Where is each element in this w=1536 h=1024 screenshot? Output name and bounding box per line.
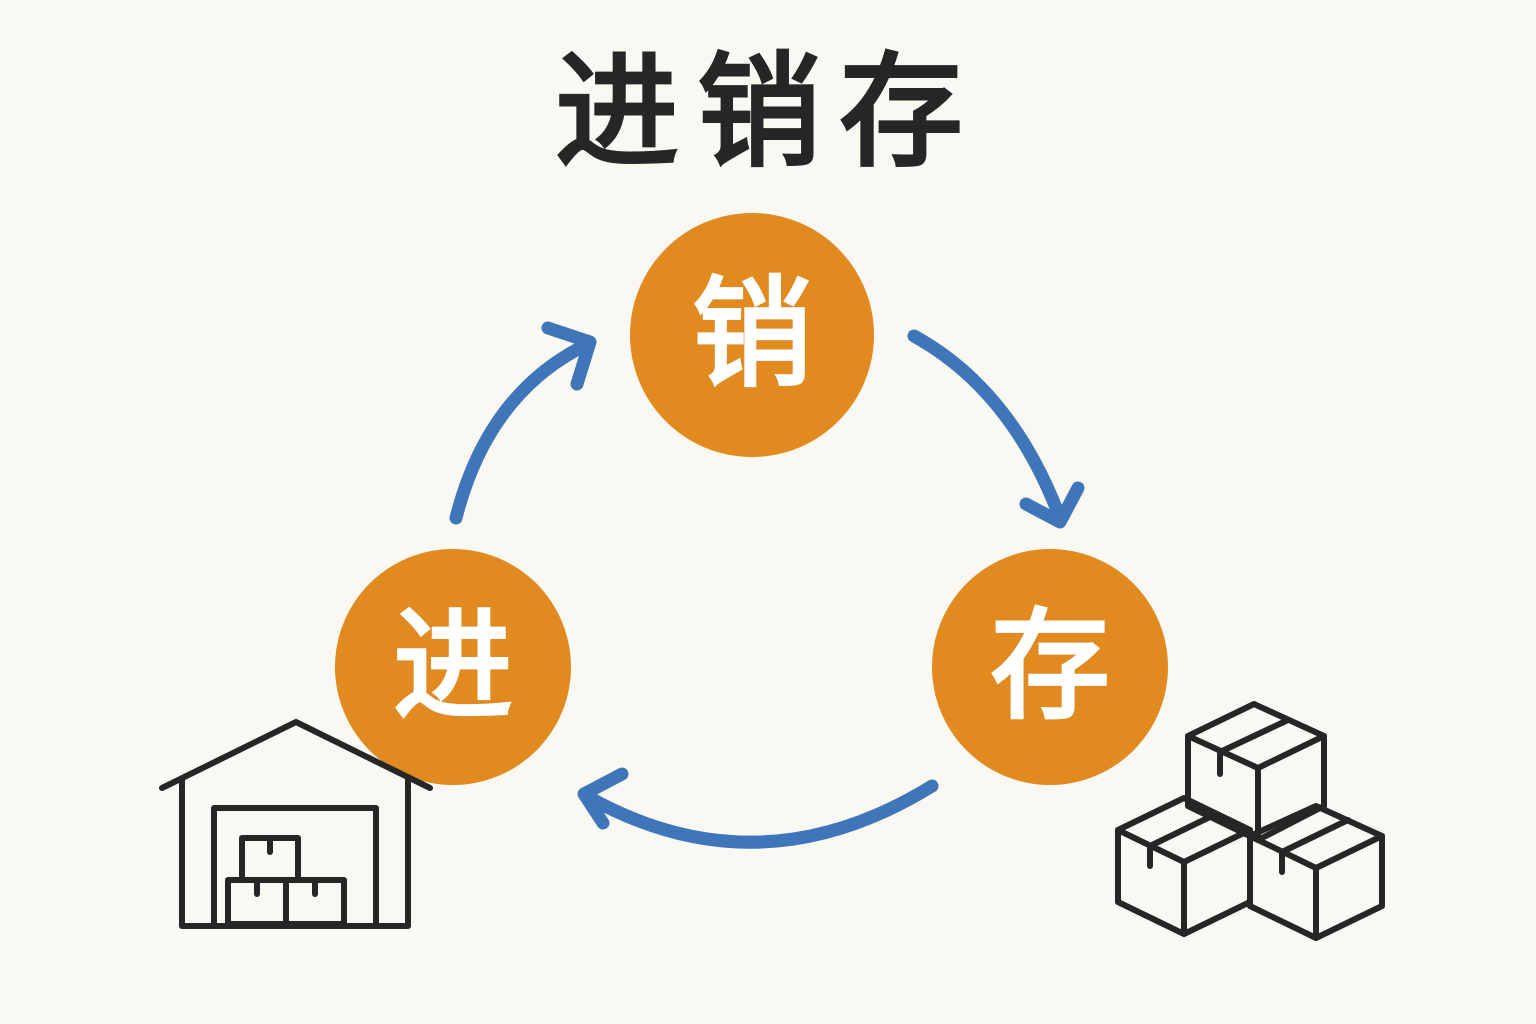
arrow-sales-to-inventory	[907, 329, 1085, 529]
node-purchase-label: 进	[393, 598, 513, 737]
node-inventory-label: 存	[990, 598, 1110, 737]
stacked-boxes-icon	[1115, 701, 1385, 941]
node-purchase: 进	[335, 549, 571, 785]
node-inventory: 存	[932, 549, 1168, 785]
node-sales: 销	[630, 213, 874, 457]
diagram-title: 进销存	[554, 41, 981, 185]
arrow-purchase-to-sales	[449, 321, 597, 525]
arrow-inventory-to-purchase	[577, 767, 939, 849]
warehouse-icon	[159, 719, 433, 929]
node-sales-label: 销	[692, 266, 812, 405]
